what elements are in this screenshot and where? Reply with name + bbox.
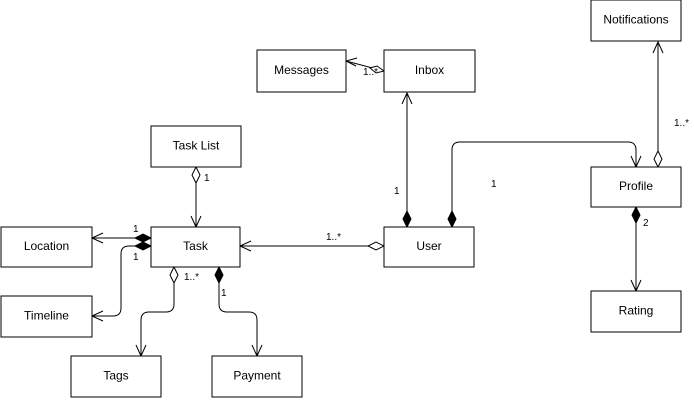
class-rating: Rating: [590, 290, 682, 333]
edge-user-task: [238, 240, 386, 252]
class-rating-label: Rating: [619, 304, 654, 318]
class-task-list: Task List: [150, 125, 242, 168]
class-location: Location: [0, 226, 93, 268]
mult-task-timeline: 1: [133, 252, 139, 263]
mult-task-tags: 1..*: [184, 272, 199, 283]
edge-user-inbox: [401, 91, 413, 229]
class-tags: Tags: [70, 355, 162, 398]
edge-task-location: [90, 232, 153, 244]
edge-tasklist-task: [190, 165, 202, 229]
mult-tasklist-task: 1: [204, 173, 210, 184]
class-task-label: Task: [183, 239, 209, 253]
class-messages-label: Messages: [274, 63, 329, 77]
mult-profile-notifications: 1..*: [674, 118, 689, 129]
mult-user-profile: 1: [491, 179, 497, 190]
class-inbox-label: Inbox: [415, 63, 444, 77]
mult-user-inbox: 1: [394, 186, 400, 197]
class-timeline: Timeline: [0, 295, 93, 338]
edge-task-payment: [214, 265, 263, 358]
edge-user-profile: [447, 141, 642, 229]
class-tags-label: Tags: [103, 369, 128, 383]
class-profile: Profile: [590, 166, 682, 208]
mult-task-payment: 1: [221, 288, 227, 299]
class-payment: Payment: [211, 355, 303, 398]
edge-task-tags: [135, 265, 179, 358]
class-payment-label: Payment: [233, 369, 281, 383]
edge-profile-rating: [630, 205, 642, 293]
class-task: Task: [150, 226, 241, 268]
mult-task-location: 1: [133, 224, 139, 235]
mult-profile-rating: 2: [643, 218, 649, 229]
class-user-label: User: [416, 239, 441, 253]
mult-user-task: 1..*: [326, 232, 341, 243]
class-timeline-label: Timeline: [24, 309, 69, 323]
edge-profile-notifications: [652, 40, 664, 169]
class-location-label: Location: [24, 239, 69, 253]
class-profile-label: Profile: [619, 179, 653, 193]
class-messages: Messages: [256, 49, 347, 93]
edge-inbox-messages: [344, 57, 386, 74]
class-task-list-label: Task List: [173, 139, 220, 153]
mult-inbox-messages: 1..*: [363, 67, 378, 78]
class-notifications-label: Notifications: [603, 13, 668, 27]
edge-task-timeline: [90, 241, 153, 322]
class-notifications: Notifications: [590, 0, 682, 42]
class-user: User: [383, 226, 475, 268]
class-inbox: Inbox: [383, 49, 476, 93]
